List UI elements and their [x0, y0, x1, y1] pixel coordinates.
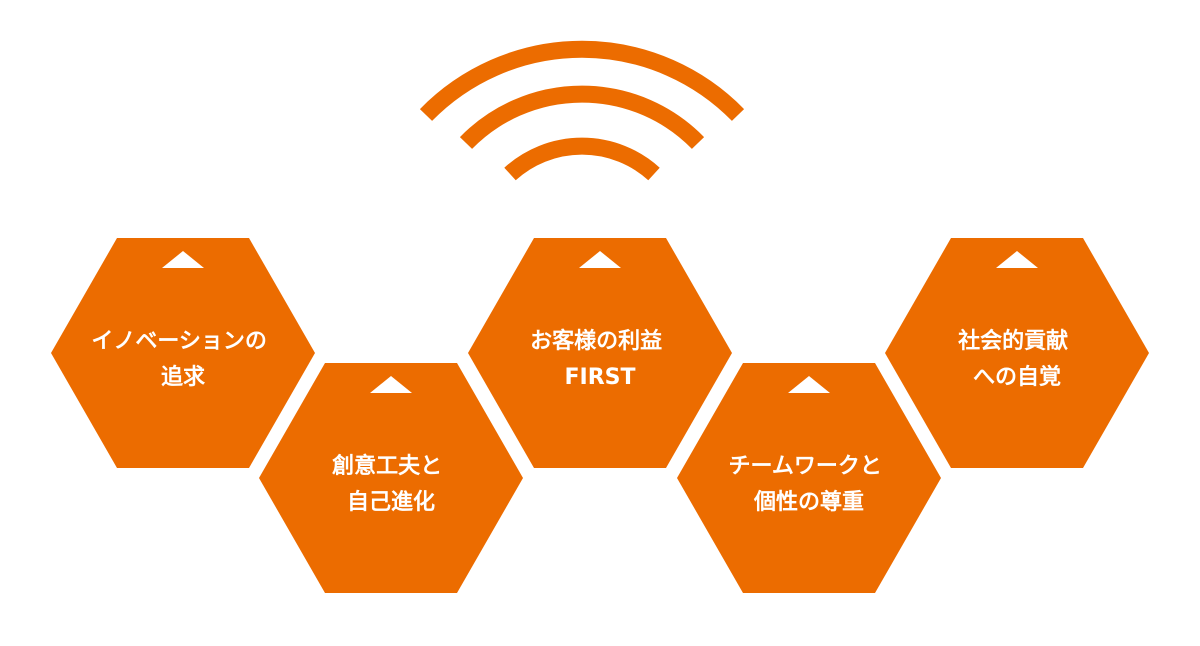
hex-value-teamwork: チームワークと 個性の尊重: [677, 363, 941, 593]
triangle-icon: [162, 251, 204, 268]
value-label-line-2: 自己進化: [347, 489, 435, 515]
value-label-line-1: 創意工夫と: [332, 453, 442, 479]
value-label-line-1: 社会的貢献: [958, 328, 1068, 354]
hexagon-shape: [51, 238, 315, 468]
hexagon-shape: [468, 238, 732, 468]
hexagon-shape: [677, 363, 941, 593]
value-label-line-2: 個性の尊重: [753, 489, 864, 515]
value-label-line-1: イノベーションの: [91, 329, 267, 354]
value-label: 社会的貢献 への自覚: [958, 328, 1076, 390]
value-label: チームワークと 個性の尊重: [728, 454, 889, 515]
hexagon-shape: [259, 363, 523, 593]
hex-value-creativity: 創意工夫と 自己進化: [259, 363, 523, 593]
value-label-line-1: チームワークと: [728, 454, 881, 479]
triangle-icon: [788, 376, 830, 393]
triangle-icon: [579, 251, 621, 268]
value-label-line-2: FIRST: [564, 365, 635, 390]
wifi-signal-icon: [419, 40, 745, 181]
hex-value-innovation: イノベーションの 追求: [51, 238, 315, 468]
value-label-line-2: 追求: [161, 364, 205, 390]
value-label: イノベーションの 追求: [91, 329, 274, 390]
hex-value-social-contribution: 社会的貢献 への自覚: [885, 238, 1149, 468]
value-label: お客様の利益 FIRST: [530, 328, 670, 390]
signal-arc-inner: [504, 137, 660, 181]
value-label-line-1: お客様の利益: [530, 328, 662, 354]
value-label-line-2: への自覚: [973, 364, 1061, 390]
hex-value-customer-first: お客様の利益 FIRST: [468, 238, 732, 468]
signal-arc-outer: [419, 40, 745, 121]
triangle-icon: [370, 376, 412, 393]
signal-arc-middle: [459, 85, 705, 149]
hexagon-shape: [885, 238, 1149, 468]
value-label: 創意工夫と 自己進化: [332, 453, 450, 515]
triangle-icon: [996, 251, 1038, 268]
